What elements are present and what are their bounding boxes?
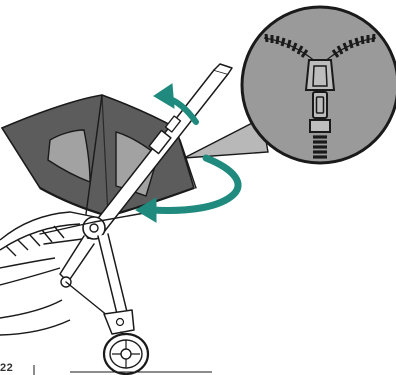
stroller-front-wheel (104, 332, 148, 374)
page-number: 22 (0, 362, 13, 375)
stroller-canopy (2, 95, 194, 216)
